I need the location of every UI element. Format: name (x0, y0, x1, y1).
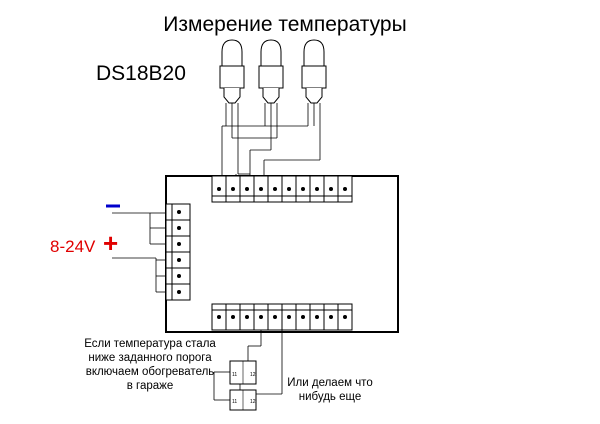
relay-1-pin1: 11 (232, 372, 237, 378)
bottom-terminal-dots (217, 315, 347, 319)
relay-2-pin1: 11 (232, 399, 237, 405)
power-wires (112, 212, 166, 293)
diagram-title: Измерение температуры (163, 13, 407, 36)
sensor-1 (219, 39, 245, 104)
relay-wires (213, 330, 283, 401)
relay-2-pin2: 12 (250, 399, 256, 405)
sensor-wires (221, 103, 321, 190)
sensor-2 (258, 39, 284, 104)
top-terminal-block (211, 175, 353, 203)
sensor-3 (301, 39, 327, 104)
relay-1: 11 12 (229, 360, 257, 385)
bottom-terminal-block (211, 303, 353, 331)
power-terminal-block (165, 203, 191, 301)
other-note: Или делаем что нибудь еще (287, 377, 373, 403)
relay-1-pin2: 12 (250, 372, 256, 378)
relay-2: 11 12 (229, 389, 257, 411)
voltage-label: 8-24V (50, 237, 96, 256)
plus-symbol: + (103, 228, 119, 258)
top-terminal-dots (217, 187, 347, 191)
sensor-label: DS18B20 (96, 62, 186, 85)
power-terminal-dots (177, 210, 181, 294)
heater-note: Если температура стала ниже заданного по… (84, 338, 216, 392)
